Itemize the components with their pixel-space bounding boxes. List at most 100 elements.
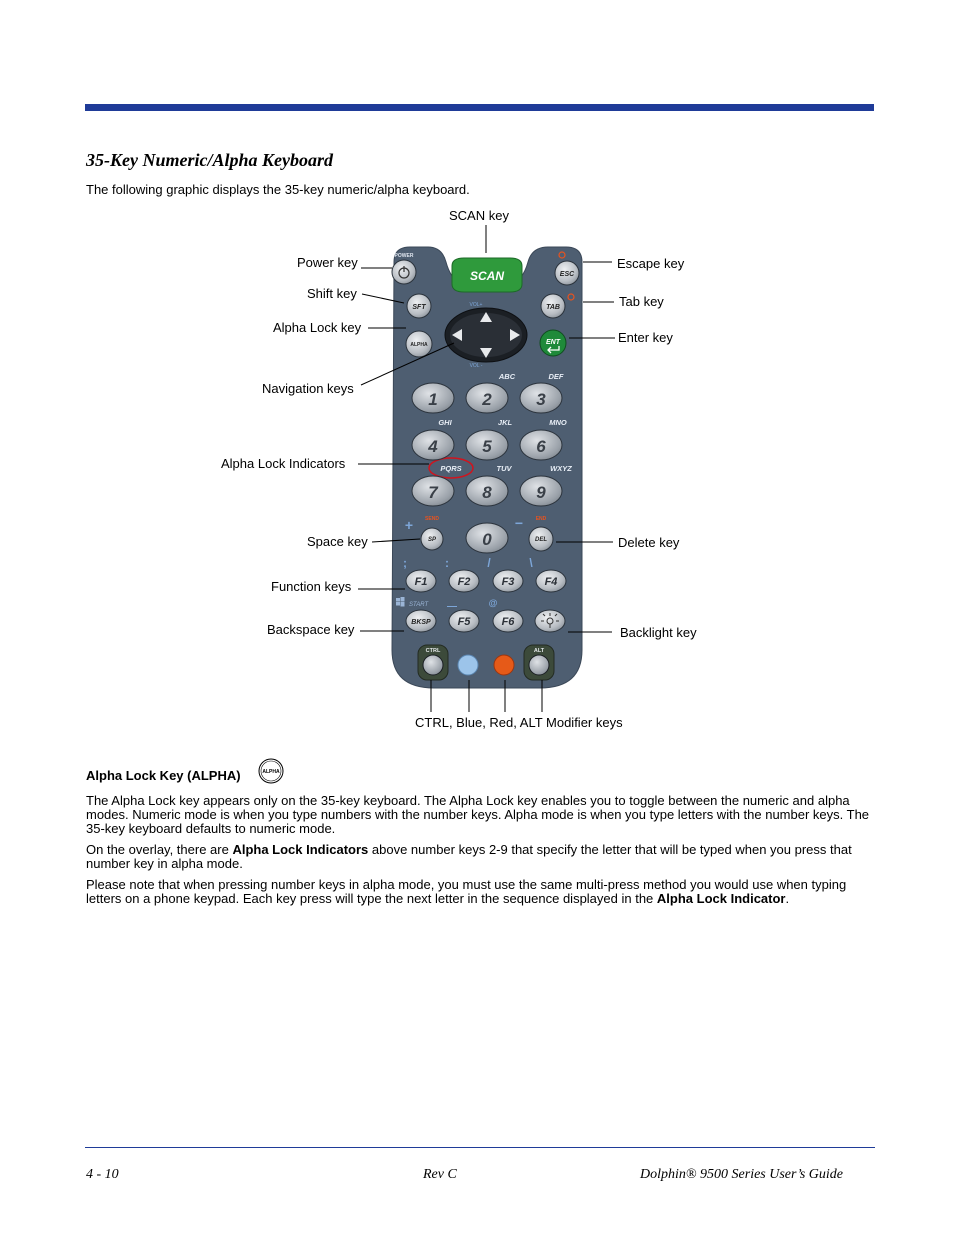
- escape-key: [554, 260, 580, 286]
- letters-abc: ABC: [498, 372, 516, 381]
- footer-guide-title: Dolphin® 9500 Series User’s Guide: [640, 1167, 843, 1182]
- number-keys: [411, 382, 563, 554]
- paragraph-3: Please note that when pressing number ke…: [86, 877, 847, 906]
- alt-key-label: ALT: [534, 648, 545, 654]
- callout-modifier-keys: CTRL, Blue, Red, ALT Modifier keys: [415, 715, 623, 730]
- key-8: 8: [482, 483, 492, 502]
- nav-up-icon: [480, 312, 492, 322]
- key-5: 5: [482, 437, 492, 456]
- key-9: 9: [536, 483, 546, 502]
- callout-escape-key: Escape key: [617, 256, 685, 271]
- end-label: END: [536, 516, 547, 522]
- letters-mno: MNO: [549, 418, 567, 427]
- callout-tab-key: Tab key: [619, 294, 664, 309]
- callout-backspace-key: Backspace key: [267, 622, 355, 637]
- callout-enter-key: Enter key: [618, 330, 673, 345]
- backlight-icon: [541, 613, 559, 628]
- letters-pqrs: PQRS: [440, 464, 461, 473]
- backspace-key-label: BKSP: [411, 619, 431, 626]
- delete-key: [528, 526, 554, 552]
- letters-wxyz: WXYZ: [550, 464, 572, 473]
- enter-key-label: ENT: [546, 339, 561, 346]
- alpha-lock-key-label: ALPHA: [410, 342, 428, 348]
- plus-symbol: +: [405, 517, 413, 533]
- alpha-lock-indicator-term: Alpha Lock Indicator: [656, 891, 786, 906]
- navigation-pad: [444, 307, 528, 363]
- nav-left-icon: [452, 329, 462, 341]
- vol-down-label: VOL -: [470, 363, 483, 369]
- key-2: 2: [481, 390, 492, 409]
- alpha-lock-key: [405, 330, 433, 358]
- tab-key-label: TAB: [546, 304, 560, 311]
- nav-down-icon: [480, 348, 492, 358]
- letters-ghi: GHI: [438, 418, 452, 427]
- callout-power-key: Power key: [297, 255, 358, 270]
- tab-key: [540, 293, 566, 319]
- backslash-symbol: \: [529, 556, 533, 570]
- space-key: [420, 527, 444, 551]
- escape-key-label: ESC: [560, 271, 575, 278]
- backspace-key: [405, 609, 437, 633]
- callout-delete-key: Delete key: [618, 535, 680, 550]
- alpha-lock-indicator-highlight: [428, 457, 474, 479]
- enter-arrow-icon: [547, 346, 560, 354]
- page-heading: 35-Key Numeric/Alpha Keyboard: [86, 150, 333, 170]
- key-f6: F6: [502, 616, 516, 628]
- send-label: SEND: [425, 516, 439, 522]
- callout-shift-key: Shift key: [307, 286, 357, 301]
- vol-up-label: VOL+: [470, 302, 483, 308]
- scan-key-label: SCAN: [470, 269, 504, 283]
- shift-key: [406, 293, 432, 319]
- start-label: START: [409, 602, 429, 608]
- shift-key-label: SFT: [412, 304, 426, 311]
- minus-symbol: −: [515, 515, 523, 531]
- key-0: 0: [482, 530, 492, 549]
- callout-alpha-lock-indicators: Alpha Lock Indicators: [221, 456, 346, 471]
- alpha-key-icon: ALPHA: [258, 758, 284, 784]
- key-f1: F1: [415, 576, 428, 588]
- footer-page-number: 4 - 10: [86, 1167, 119, 1182]
- callout-alpha-lock-key: Alpha Lock key: [273, 320, 362, 335]
- key-4: 4: [427, 437, 438, 456]
- callout-backlight-key: Backlight key: [620, 625, 697, 640]
- nav-right-icon: [510, 329, 520, 341]
- section-title: Alpha Lock Key (ALPHA): [86, 768, 241, 783]
- function-keys: [405, 569, 567, 633]
- footer-revision: Rev C: [423, 1167, 457, 1182]
- key-1: 1: [428, 390, 437, 409]
- semicolon-symbol: ;: [403, 556, 407, 570]
- letters-tuv: TUV: [497, 464, 513, 473]
- scan-key: SCAN: [451, 257, 523, 293]
- key-f5: F5: [458, 616, 472, 628]
- dash-symbol: —: [447, 601, 457, 612]
- red-modifier-key: [493, 654, 515, 676]
- callout-scan-key: SCAN key: [449, 208, 509, 223]
- footer-rule: [85, 1147, 875, 1148]
- callout-navigation-keys: Navigation keys: [262, 381, 354, 396]
- colon-symbol: :: [445, 556, 449, 570]
- callout-space-key: Space key: [307, 534, 368, 549]
- paragraph-2: On the overlay, there are Alpha Lock Ind…: [86, 842, 852, 871]
- key-7: 7: [428, 483, 439, 502]
- power-key-caption: POWER: [395, 253, 414, 259]
- keyboard-diagram: SCAN POWER ESC SFT TAB VOL+ VOL - ALPHA …: [358, 225, 615, 712]
- key-6: 6: [536, 437, 546, 456]
- ctrl-key-label: CTRL: [426, 648, 441, 654]
- letters-jkl: JKL: [498, 418, 513, 427]
- callout-lines: [358, 225, 615, 712]
- backlight-key: [534, 609, 566, 633]
- blue-modifier-key: [457, 654, 479, 676]
- paragraph-1: The Alpha Lock key appears only on the 3…: [86, 793, 870, 836]
- delete-key-label: DEL: [535, 537, 547, 543]
- alpha-key-icon-label: ALPHA: [262, 769, 280, 775]
- callout-function-keys: Function keys: [271, 579, 352, 594]
- key-f4: F4: [545, 576, 558, 588]
- intro-text: The following graphic displays the 35-ke…: [86, 182, 470, 197]
- windows-flag-icon: [396, 597, 405, 607]
- key-f2: F2: [458, 576, 471, 588]
- at-symbol: @: [489, 598, 498, 608]
- letters-def: DEF: [549, 372, 564, 381]
- space-key-label: SP: [428, 537, 437, 543]
- alpha-lock-indicators-term: Alpha Lock Indicators: [232, 842, 369, 857]
- slash-symbol: /: [487, 556, 491, 570]
